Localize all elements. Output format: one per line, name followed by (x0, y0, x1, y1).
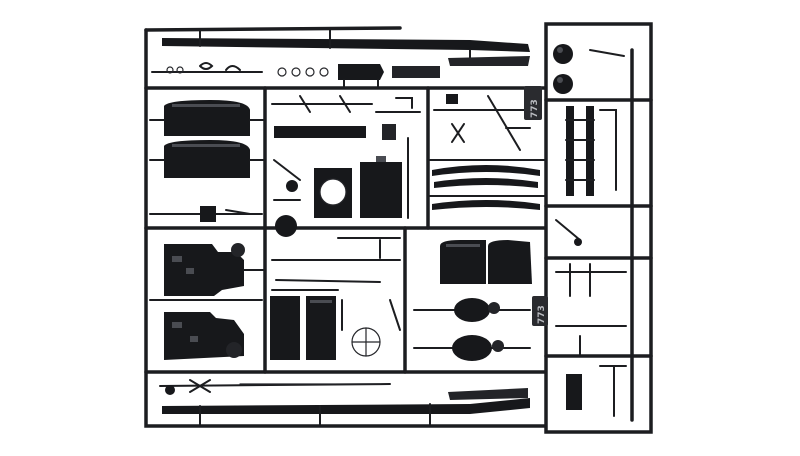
rear-axle-differential (413, 298, 531, 361)
engine-block-upper (164, 243, 266, 296)
part-number-tag-upper: 773 (524, 86, 542, 120)
seat-cushions (440, 240, 532, 284)
right-column-small-parts (555, 219, 627, 417)
engine-block-lower (149, 299, 263, 360)
chassis-rail-top (162, 29, 530, 66)
steering-wheel (341, 299, 381, 357)
leaf-springs (429, 94, 547, 210)
axle-bars-center (271, 95, 421, 140)
svg-text:773: 773 (530, 99, 540, 118)
chassis-rail-bottom (162, 388, 530, 427)
small-parts-center-left (273, 159, 301, 237)
part-number-tag-lower: 773 (532, 296, 548, 326)
radiator-frame (314, 137, 409, 219)
linkage-rods-center (271, 237, 401, 331)
small-parts-top-row (151, 62, 440, 89)
headlight-lenses (553, 44, 573, 94)
svg-text:773: 773 (537, 305, 547, 324)
battery-box-pair (270, 289, 339, 360)
bottom-runner-parts (159, 379, 391, 395)
fender-pair (149, 100, 266, 178)
sprue-frame (144, 22, 653, 434)
ladder-frame (565, 49, 625, 196)
bracket-parts-left (149, 206, 263, 222)
